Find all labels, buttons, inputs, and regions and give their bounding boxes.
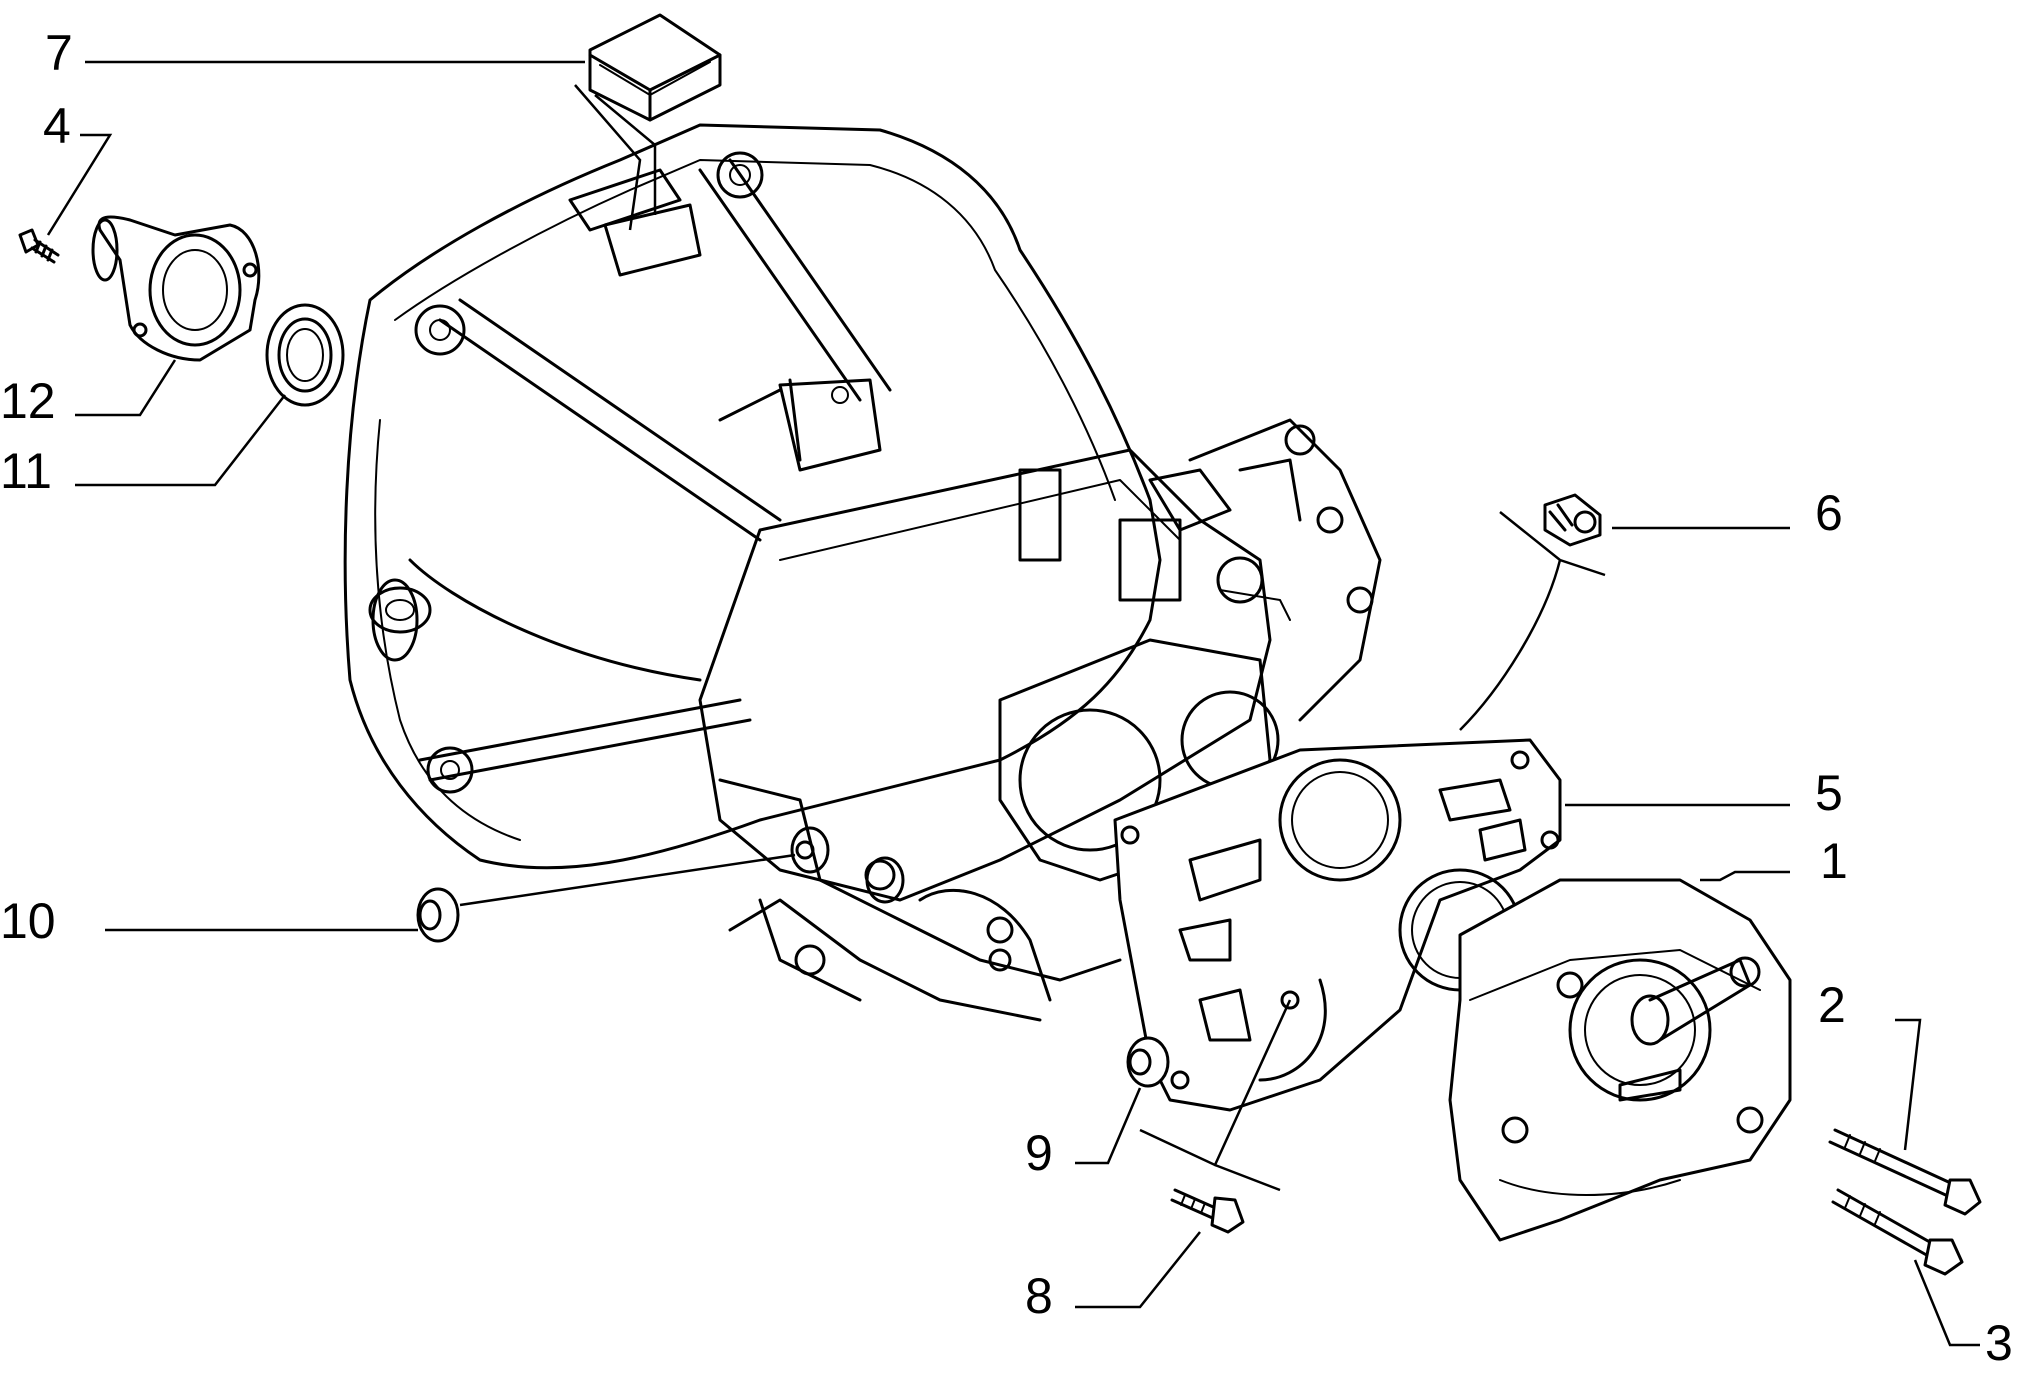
breather-cap (588, 13, 722, 122)
callout-4: 4 (43, 98, 71, 154)
callout-12: 12 (0, 373, 56, 429)
callout-2: 2 (1818, 977, 1846, 1033)
screw-4 (18, 228, 60, 264)
callout-6: 6 (1815, 485, 1843, 541)
bolt-3 (1831, 1188, 1964, 1276)
callout-10: 10 (0, 893, 56, 949)
gasket-plate (1113, 738, 1562, 1112)
gearbox-housing (343, 123, 1382, 1022)
callout-1: 1 (1820, 833, 1848, 889)
oil-seal (265, 303, 345, 407)
callout-5: 5 (1815, 765, 1843, 821)
bolt-8 (1170, 1188, 1245, 1234)
plug-6 (1543, 493, 1602, 547)
callout-9: 9 (1025, 1125, 1053, 1181)
plug-10 (416, 887, 460, 943)
bolt-2 (1828, 1128, 1982, 1216)
plug-9 (1126, 1036, 1170, 1088)
callout-7: 7 (45, 25, 73, 81)
leader-lines (46, 60, 1980, 1347)
rear-cover (1448, 878, 1792, 1242)
callout-8: 8 (1025, 1268, 1053, 1324)
callout-11: 11 (0, 443, 52, 499)
bearing-retainer (91, 215, 261, 362)
callout-3: 3 (1985, 1315, 2013, 1371)
